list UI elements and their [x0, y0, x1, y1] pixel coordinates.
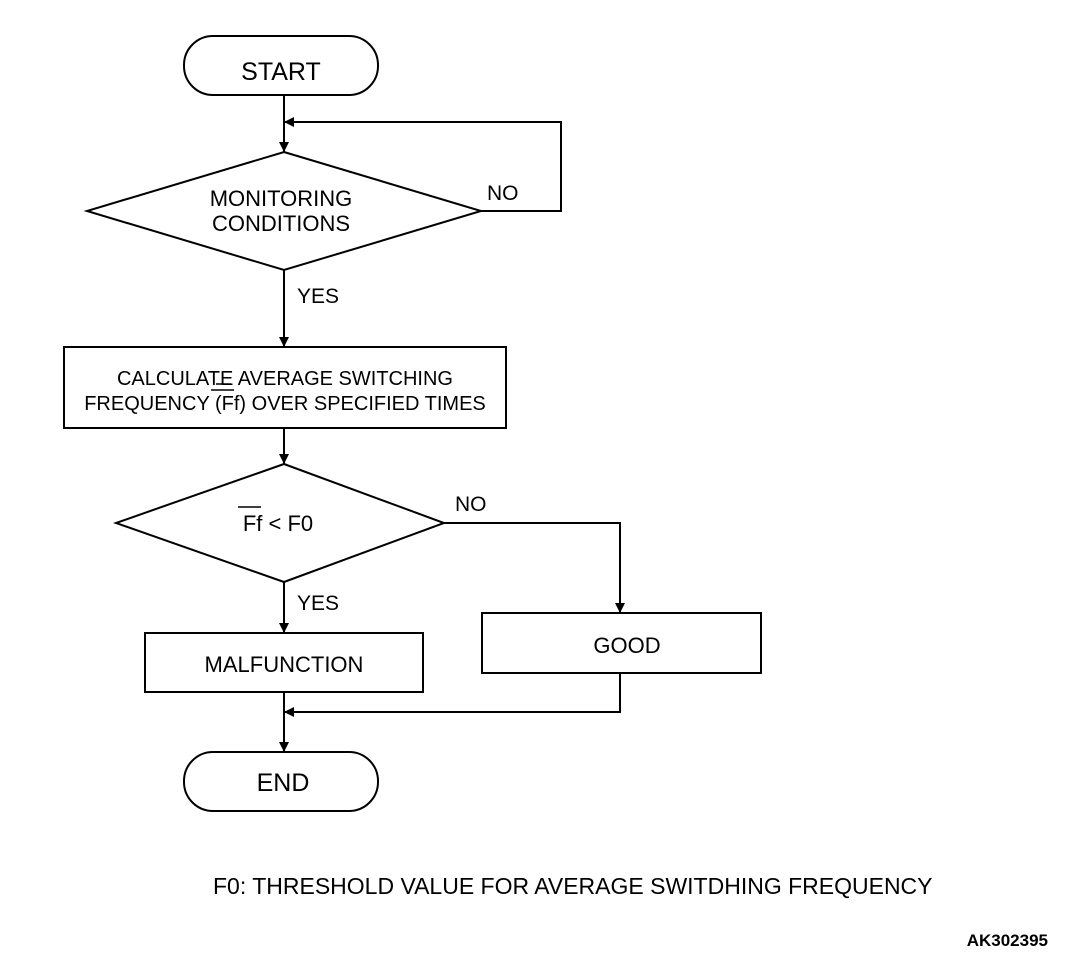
calculate-label-line1: CALCULATE AVERAGE SWITCHING: [117, 368, 453, 390]
start-terminal: [183, 35, 379, 96]
end-label: END: [257, 769, 310, 797]
monitoring-label-line2: CONDITIONS: [212, 211, 350, 236]
connector-good-to-end: [284, 673, 621, 717]
compare-no-label: NO: [455, 493, 487, 516]
figure-id: AK302395: [966, 931, 1048, 950]
connector-monitoring-no-loop: [284, 117, 562, 212]
start-label: START: [241, 58, 321, 86]
compare-yes-label: YES: [297, 592, 339, 615]
good-label: GOOD: [593, 633, 660, 658]
good-box: [481, 612, 762, 674]
monitoring-no-label: NO: [487, 182, 519, 205]
threshold-footnote: F0: THRESHOLD VALUE FOR AVERAGE SWITDHIN…: [213, 873, 933, 899]
end-terminal: [183, 751, 379, 812]
compare-label: Ff < F0: [243, 511, 313, 536]
connector-compare-no: [444, 522, 625, 613]
calculate-label-line2: FREQUENCY (Ff) OVER SPECIFIED TIMES: [84, 393, 486, 415]
malfunction-label: MALFUNCTION: [205, 652, 364, 677]
monitoring-label-line1: MONITORING: [210, 186, 353, 211]
monitoring-yes-label: YES: [297, 285, 339, 308]
